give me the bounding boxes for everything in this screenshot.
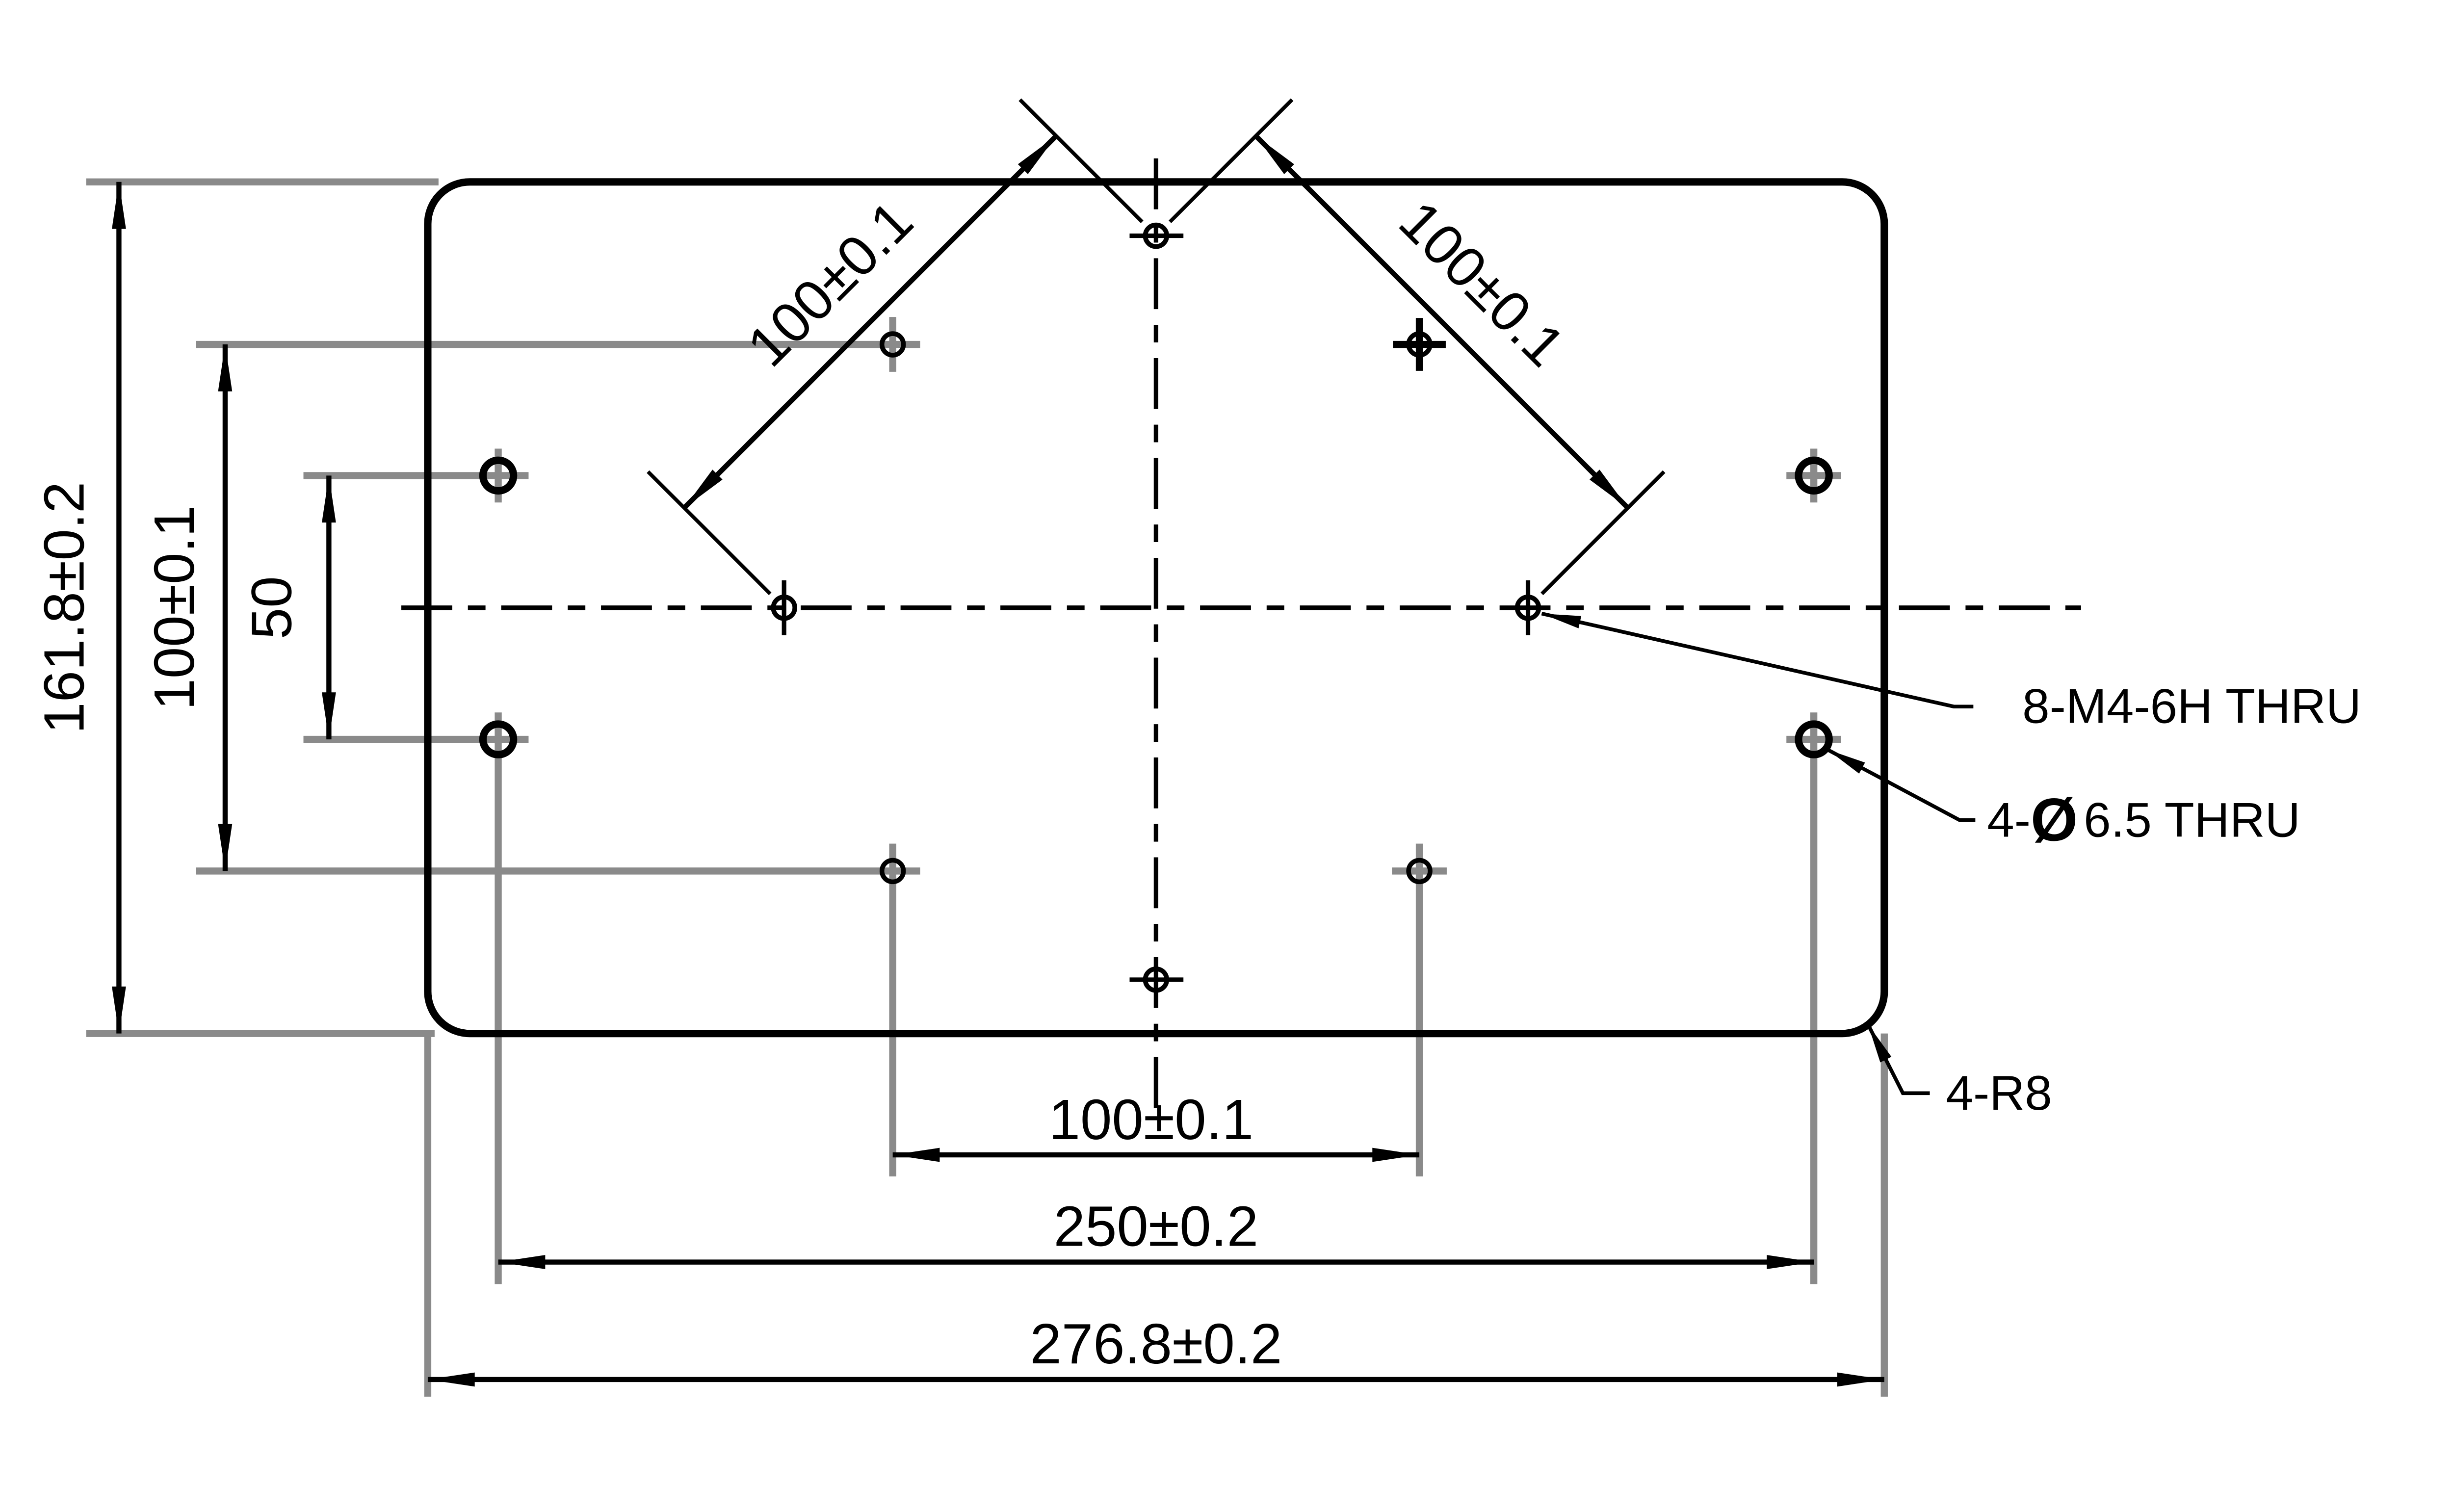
hole-drill-lower-left [479, 720, 518, 758]
ext-slash-top-center-right [1168, 98, 1294, 223]
diameter-symbol: Ø [2031, 786, 2078, 854]
arrowhead-leader-drill [1827, 750, 1865, 774]
arrowhead-height-bottom [112, 986, 126, 1034]
dim-left-hole-span: 100±0.1 [142, 344, 233, 871]
leader-tapped [1541, 611, 1974, 709]
dim-text-bottom-hole-span: 100±0.1 [1049, 1088, 1253, 1151]
callout-drill-size: 6.5 THRU [2084, 793, 2300, 847]
ext-slash-left-middle [647, 470, 772, 596]
dim-line-diag-left [682, 134, 1058, 510]
arrowhead-diag-right-upper [1255, 136, 1294, 175]
arrowhead-height-top [112, 182, 126, 229]
arrowhead-diag-left-lower [684, 469, 723, 508]
arrowhead-250-left [498, 1255, 546, 1269]
callout-text-radius: 4-R8 [1946, 1066, 2052, 1121]
arrowhead-diag-left-upper [1018, 136, 1056, 175]
ext-slash-top-center-left [1018, 98, 1144, 223]
leader-radius [1866, 1023, 1930, 1095]
dim-overall-width: 276.8±0.2 [427, 1312, 1884, 1387]
dim-text-drill-vspan: 50 [240, 576, 304, 639]
callout-text-tapped: 8-M4-6H THRU [2022, 679, 2361, 734]
arrowhead-50-top [322, 475, 336, 523]
extension-lines [86, 178, 1888, 1397]
arrowhead-50-bottom [322, 692, 336, 740]
arrowhead-width-right [1837, 1372, 1884, 1387]
arrowhead-lspan-bottom [218, 824, 233, 871]
leader-drill [1827, 748, 1976, 822]
dim-text-overall-height: 161.8±0.2 [32, 482, 96, 734]
dim-drill-vertical-span: 50 [240, 475, 336, 740]
arrowhead-width-left [427, 1372, 475, 1387]
hole-m4-upper-left [879, 331, 906, 358]
arrowhead-b100-left [892, 1147, 940, 1162]
callout-drill-prefix: 4- [1987, 793, 2031, 847]
callout-tapped-holes: 8-M4-6H THRU [1541, 611, 2361, 734]
dim-text-left-hole-span: 100±0.1 [142, 505, 206, 710]
hole-m4-lower-right [1406, 858, 1433, 885]
dim-line-diag-right [1254, 134, 1630, 510]
ext-slash-right-middle [1540, 470, 1666, 596]
dim-text-drill-hspan: 250±0.2 [1054, 1195, 1258, 1258]
arrowhead-250-right [1767, 1255, 1814, 1269]
arrowhead-leader-tapped [1541, 613, 1582, 628]
hole-drill-upper-right [1795, 456, 1833, 495]
arrowhead-lspan-top [218, 344, 233, 391]
arrowhead-diag-right-lower [1590, 469, 1628, 508]
m4-hole-pattern [771, 222, 1541, 993]
hole-m4-lower-left [879, 858, 906, 885]
hole-drill-lower-right [1795, 720, 1833, 758]
dim-text-diag-left: 100±0.1 [735, 188, 925, 378]
arrowhead-leader-radius [1868, 1024, 1892, 1063]
dim-text-diag-right: 100±0.1 [1387, 188, 1577, 378]
arrowhead-b100-right [1372, 1147, 1420, 1162]
hole-drill-upper-left [479, 456, 518, 495]
dim-bottom-hole-span: 100±0.1 [892, 1088, 1420, 1162]
drill-hole-pattern [479, 456, 1833, 758]
dim-drill-horizontal-span: 250±0.2 [498, 1195, 1814, 1269]
callout-corner-radius: 4-R8 [1866, 1023, 2052, 1121]
dim-overall-height: 161.8±0.2 [32, 182, 126, 1034]
plate-outline [424, 178, 1888, 1038]
dim-text-overall-width: 276.8±0.2 [1030, 1312, 1282, 1376]
